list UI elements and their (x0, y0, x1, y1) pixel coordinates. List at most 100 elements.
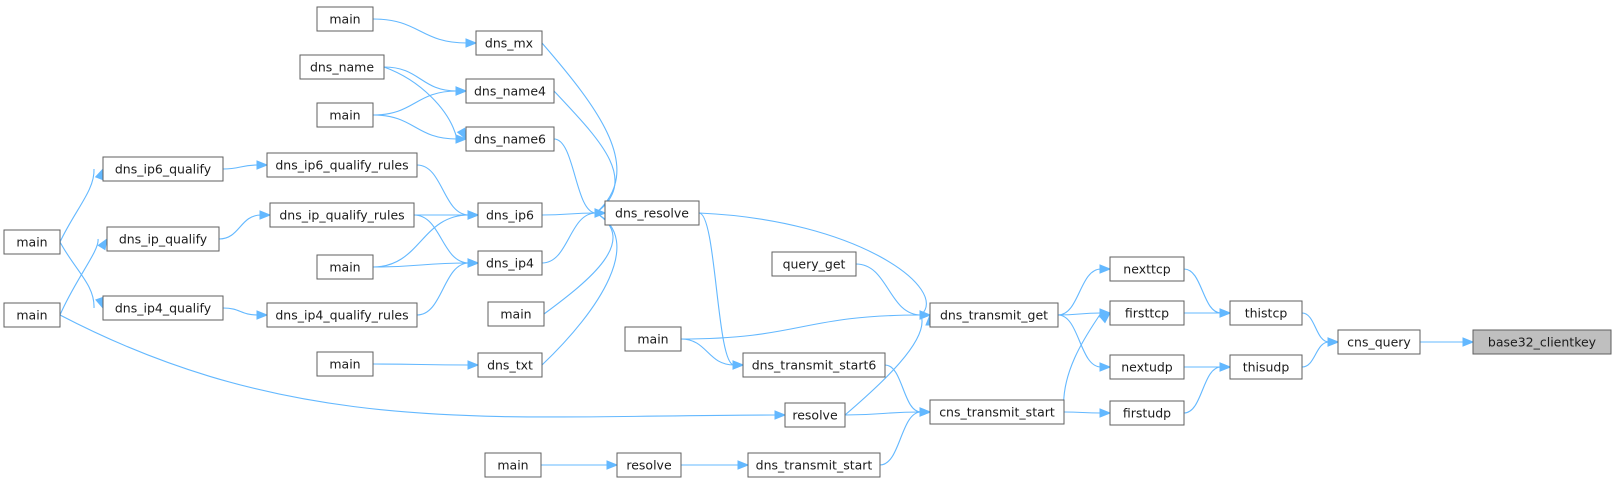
edge-arrowhead (256, 310, 269, 320)
node-label: dns_ip4 (486, 256, 534, 271)
node-query-get[interactable]: query_get (771, 251, 857, 277)
node-label: main (16, 235, 47, 250)
edge-line (59, 314, 777, 418)
edge-query_get-to-dns_transmit_get (855, 263, 932, 320)
edge-arrowhead (467, 258, 480, 268)
node-base32-clientkey[interactable]: base32_clientkey (1472, 329, 1612, 355)
node-dns-ip4[interactable]: dns_ip4 (477, 250, 543, 276)
edge-line (372, 18, 468, 44)
edge-dns_resolve-to-dns_transmit_start6 (698, 212, 745, 370)
node-main-ip[interactable]: main (316, 254, 374, 280)
node-box (1337, 329, 1421, 355)
node-box (266, 302, 418, 328)
edge-line (844, 314, 923, 416)
edge-arrowhead (465, 38, 478, 48)
node-firstudp[interactable]: firstudp (1109, 400, 1185, 426)
node-label: dns_name (310, 60, 374, 75)
node-dns-ip6-qualify[interactable]: dns_ip6_qualify (102, 156, 224, 182)
node-box (102, 156, 224, 182)
node-box (477, 202, 543, 228)
node-box (465, 78, 555, 104)
edge-line (1301, 341, 1330, 368)
edge-line (541, 212, 618, 366)
node-label: query_get (783, 257, 846, 272)
node-dns-ip6-qualify-rules[interactable]: dns_ip6_qualify_rules (266, 152, 418, 178)
edge-line (879, 411, 922, 466)
edge-main_transmit-to-dns_transmit_start6 (680, 338, 745, 370)
edge-dns_ip6_qualify-to-dns_ip6_qualify_rules (222, 160, 269, 170)
node-main-name[interactable]: main (316, 102, 374, 128)
node-cns-query[interactable]: cns_query (1337, 329, 1421, 355)
node-dns-name[interactable]: dns_name (299, 54, 385, 80)
edge-arrowhead (1099, 264, 1112, 274)
node-main-txt[interactable]: main (316, 351, 374, 377)
edge-line (1063, 312, 1102, 413)
node-box (929, 399, 1065, 425)
node-main-mx[interactable]: main (316, 6, 374, 32)
node-dns-ip4-qualify-rules[interactable]: dns_ip4_qualify_rules (266, 302, 418, 328)
node-label: dns_resolve (615, 206, 689, 221)
node-label: dns_mx (485, 36, 533, 51)
node-dns-transmit-start6[interactable]: dns_transmit_start6 (742, 352, 886, 378)
node-dns-name4[interactable]: dns_name4 (465, 78, 555, 104)
node-thistcp[interactable]: thistcp (1229, 300, 1303, 326)
edge-arrowhead (259, 210, 272, 220)
edge-main_txt-to-dns_txt (372, 360, 480, 370)
edge-line (59, 241, 95, 309)
node-main-transmit[interactable]: main (624, 326, 682, 352)
edge-dns_name6-to-dns_resolve (553, 138, 607, 218)
node-label: dns_ip6_qualify_rules (275, 158, 408, 173)
node-dns-ip-qualify-rules[interactable]: dns_ip_qualify_rules (269, 202, 415, 228)
edge-arrowhead (95, 296, 105, 310)
node-nexttcp[interactable]: nexttcp (1109, 256, 1185, 282)
edge-arrowhead (1462, 337, 1475, 347)
edge-line (680, 314, 922, 340)
node-thisudp[interactable]: thisudp (1229, 354, 1303, 380)
node-resolve2[interactable]: resolve (616, 452, 682, 478)
node-dns-ip4-qualify[interactable]: dns_ip4_qualify (102, 295, 224, 321)
edge-main_left2-to-dns_ip_qualify (59, 237, 108, 316)
node-box (316, 102, 374, 128)
edge-line (383, 66, 458, 92)
node-resolve1[interactable]: resolve (784, 402, 846, 428)
node-main-left1[interactable]: main (3, 229, 61, 255)
node-main-resolve[interactable]: main (487, 301, 545, 327)
node-firsttcp[interactable]: firsttcp (1109, 300, 1185, 326)
node-dns-name6[interactable]: dns_name6 (465, 126, 555, 152)
edge-line (1057, 268, 1102, 316)
node-dns-transmit-get[interactable]: dns_transmit_get (929, 302, 1059, 328)
edge-line (372, 114, 458, 140)
edge-dns_transmit_get-to-nextudp (1057, 314, 1112, 372)
node-main-resolve2[interactable]: main (484, 452, 542, 478)
edge-arrowhead (1098, 312, 1112, 324)
node-dns-resolve[interactable]: dns_resolve (604, 200, 700, 226)
edge-line (413, 214, 470, 264)
edge-main_name-to-dns_name6 (372, 114, 468, 144)
node-label: main (329, 12, 360, 27)
node-label: resolve (626, 458, 672, 473)
node-main-left2[interactable]: main (3, 302, 61, 328)
node-dns-txt[interactable]: dns_txt (477, 352, 543, 378)
node-dns-transmit-start[interactable]: dns_transmit_start (747, 452, 881, 478)
node-box (771, 251, 857, 277)
node-dns-ip6[interactable]: dns_ip6 (477, 202, 543, 228)
node-cns-transmit-start[interactable]: cns_transmit_start (929, 399, 1065, 425)
edge-line (1301, 312, 1330, 343)
node-label: dns_ip4_qualify_rules (275, 308, 408, 323)
edge-line (1057, 314, 1102, 368)
node-nextudp[interactable]: nextudp (1109, 354, 1185, 380)
edge-dns_name-to-dns_name6 (383, 66, 467, 141)
node-box (266, 152, 418, 178)
node-dns-ip-qualify[interactable]: dns_ip_qualify (106, 226, 220, 252)
edge-line (383, 66, 458, 140)
edge-dns_ip_qualify-to-dns_ip_qualify_rules (218, 210, 272, 240)
node-label: cns_transmit_start (939, 405, 1055, 420)
edge-thisudp-to-cns_query (1301, 337, 1340, 368)
node-dns-mx[interactable]: dns_mx (475, 30, 543, 56)
node-label: main (329, 108, 360, 123)
node-box (269, 202, 415, 228)
edge-arrowhead (455, 134, 468, 144)
edge-line (884, 364, 922, 413)
edge-line (553, 90, 616, 214)
edge-main_left1-to-dns_ip6_qualify (59, 167, 104, 243)
